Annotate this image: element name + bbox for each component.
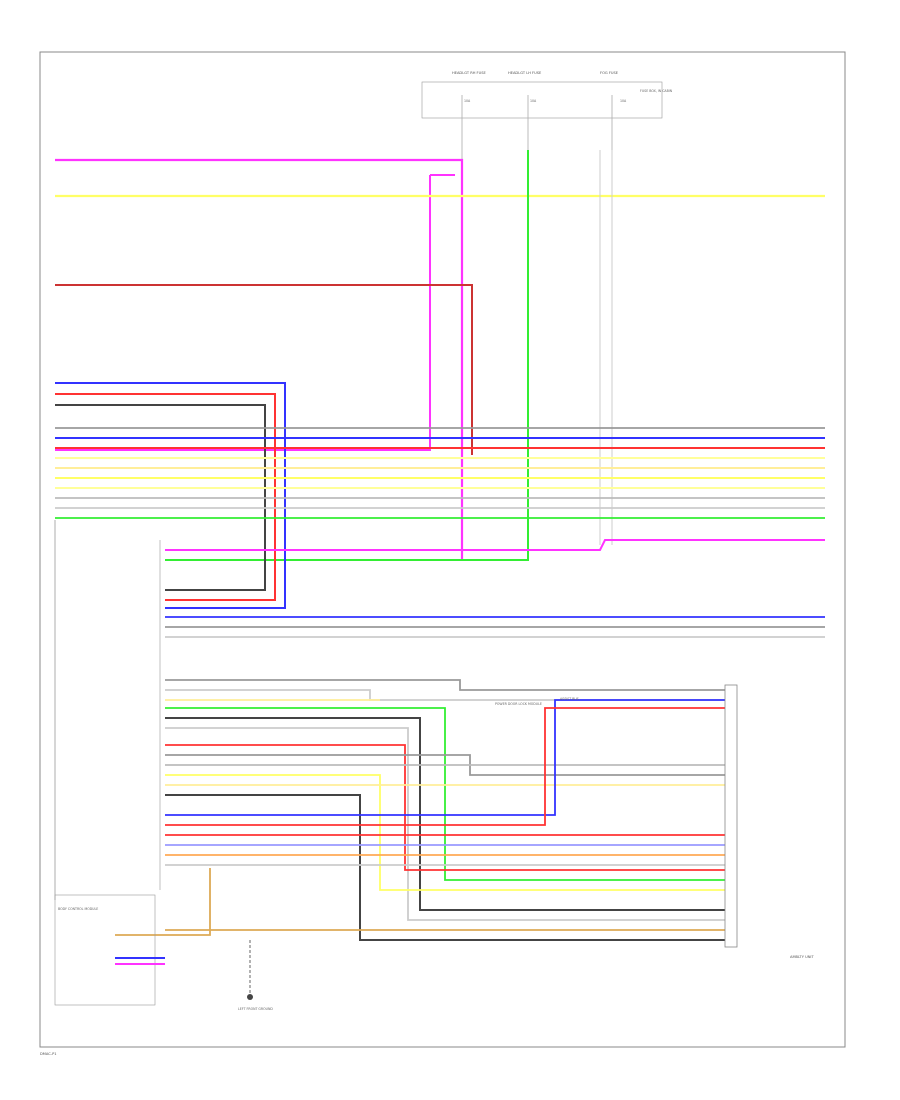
fuse-3-rating: 10A [620, 99, 627, 103]
lower-wiring [115, 679, 725, 941]
bottom-module-caption: BODY CONTROL MODULE [58, 907, 98, 911]
left-module-pins [159, 540, 825, 890]
module-note: ASSIST BUS [560, 697, 579, 701]
fuse-box-note: FUSE BOX, IN CABIN [640, 89, 673, 93]
module-caption: POWER DOOR LOCK MODULE [495, 702, 542, 706]
upper-left-bundle [55, 382, 286, 609]
bottom-left-module: BODY CONTROL MODULE [54, 894, 165, 1006]
fuse-2-label: HEADLGT LH FUSE [508, 71, 542, 75]
right-module: ASSIST BUS AMBLTY UNIT [560, 684, 814, 959]
fuse-1-label: HEADLGT RH FUSE [452, 71, 487, 75]
ground-symbol: LEFT FRONT GROUND [238, 940, 273, 1011]
fuse-2-rating: 10A [530, 99, 537, 103]
ground-caption: LEFT FRONT GROUND [238, 1007, 273, 1011]
main-harness [55, 427, 825, 551]
fuse-box: HEADLGT RH FUSE HEADLGT LH FUSE FOG FUSE… [421, 71, 673, 119]
fuse-1-rating: 10A [464, 99, 471, 103]
diagram-frame [39, 51, 846, 1048]
bottom-left-code: DMAC-P1 [40, 1052, 57, 1056]
bottom-right-code: AMBLTY UNIT [790, 955, 814, 959]
fuse-3-label: FOG FUSE [600, 71, 619, 75]
